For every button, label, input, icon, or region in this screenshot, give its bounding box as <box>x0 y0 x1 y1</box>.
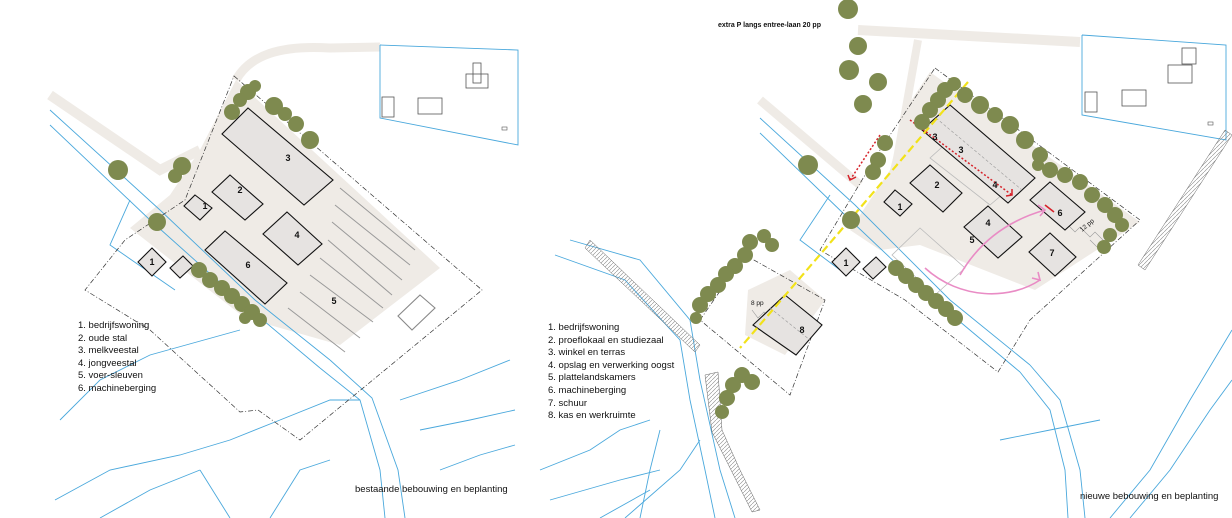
legend-item: 3. melkveestal <box>78 345 139 357</box>
right-caption: nieuwe bebouwing en beplanting <box>1080 491 1218 502</box>
building-shed <box>169 255 194 279</box>
building-number: 3 <box>958 145 963 155</box>
building-schuur <box>1028 232 1077 277</box>
left-caption: bestaande bebouwing en beplanting <box>355 484 508 495</box>
right-plan-new: 3 3 4 2 1 4 5 6 7 8 1 8 pp 12 pp <box>539 0 1232 518</box>
building-number: 4 <box>985 218 990 228</box>
pink-routes <box>924 204 1055 295</box>
legend-item: 2. proeflokaal en studiezaal <box>548 334 664 346</box>
building-number: 4 <box>992 180 997 190</box>
building-opslag <box>963 205 1023 259</box>
right-plot-boundary <box>819 67 1141 373</box>
right-trees <box>690 0 1129 419</box>
building-number: 5 <box>969 235 974 245</box>
building-number: 1 <box>897 202 902 212</box>
building-number: 1 <box>149 257 154 267</box>
legend-item: 5. plattelandskamers <box>548 372 636 384</box>
right-legend: 1. bedrijfswoning 2. proeflokaal en stud… <box>548 322 728 423</box>
building-number: 2 <box>934 180 939 190</box>
building-number: 1 <box>843 258 848 268</box>
legend-item: 6. machineberging <box>78 382 157 394</box>
left-buildings <box>137 62 508 331</box>
building-kas <box>752 294 823 356</box>
building-proeflokaal <box>909 164 963 213</box>
legend-item: 7. schuur <box>548 397 588 409</box>
building-melkveestal <box>221 107 334 206</box>
right-plot-boundary-south <box>699 254 826 396</box>
building-voersleuf-end <box>397 294 436 331</box>
building-machineberging <box>1029 181 1086 231</box>
legend-item: 4. opslag en verwerking oogst <box>548 359 675 371</box>
building-number: 6 <box>245 260 250 270</box>
left-legend: 1. bedrijfswoning 2. oude stal 3. melkve… <box>78 320 228 396</box>
building-number: 4 <box>294 230 299 240</box>
building-number: 3 <box>932 132 937 142</box>
red-routes <box>847 119 1013 197</box>
legend-item: 1. bedrijfswoning <box>548 322 620 333</box>
legend-item: 1. bedrijfswoning <box>78 320 150 331</box>
building-number: 7 <box>1049 248 1054 258</box>
building-shed <box>862 256 887 280</box>
building-winkel <box>921 104 1036 204</box>
feed-trenches <box>287 187 416 353</box>
building-jongveestal <box>262 211 323 266</box>
building-oude-stal <box>211 174 264 221</box>
building-bedrijfswoning <box>137 247 167 277</box>
right-buildings <box>752 47 1214 356</box>
building-bedrijfswoning-annex <box>883 189 913 217</box>
building-number: 3 <box>285 153 290 163</box>
top-note: extra P langs entree-laan 20 pp <box>718 22 821 29</box>
right-water-lines <box>539 34 1232 518</box>
left-plan-existing: 3 2 1 4 6 1 5 1. bedrijfswoning <box>47 42 519 518</box>
left-trees <box>108 80 319 327</box>
legend-item: 2. oude stal <box>78 332 128 344</box>
parking-label: 8 pp <box>751 300 764 307</box>
building-machineberging <box>204 230 288 305</box>
building-number: 2 <box>237 185 242 195</box>
building-bedrijfswoning-annex <box>183 194 213 221</box>
legend-item: 8. kas en werkruimte <box>548 410 636 422</box>
building-number: 5 <box>331 296 336 306</box>
building-bedrijfswoning <box>831 247 861 277</box>
legend-item: 6. machineberging <box>548 384 627 396</box>
building-number: 8 <box>799 325 804 335</box>
legend-item: 5. voer-sleuven <box>78 370 143 382</box>
left-water-lines <box>49 44 519 518</box>
legend-item: 4. jongveestal <box>78 357 137 369</box>
building-number: 6 <box>1057 208 1062 218</box>
building-number: 1 <box>202 201 207 211</box>
legend-item: 3. winkel en terras <box>548 347 626 359</box>
